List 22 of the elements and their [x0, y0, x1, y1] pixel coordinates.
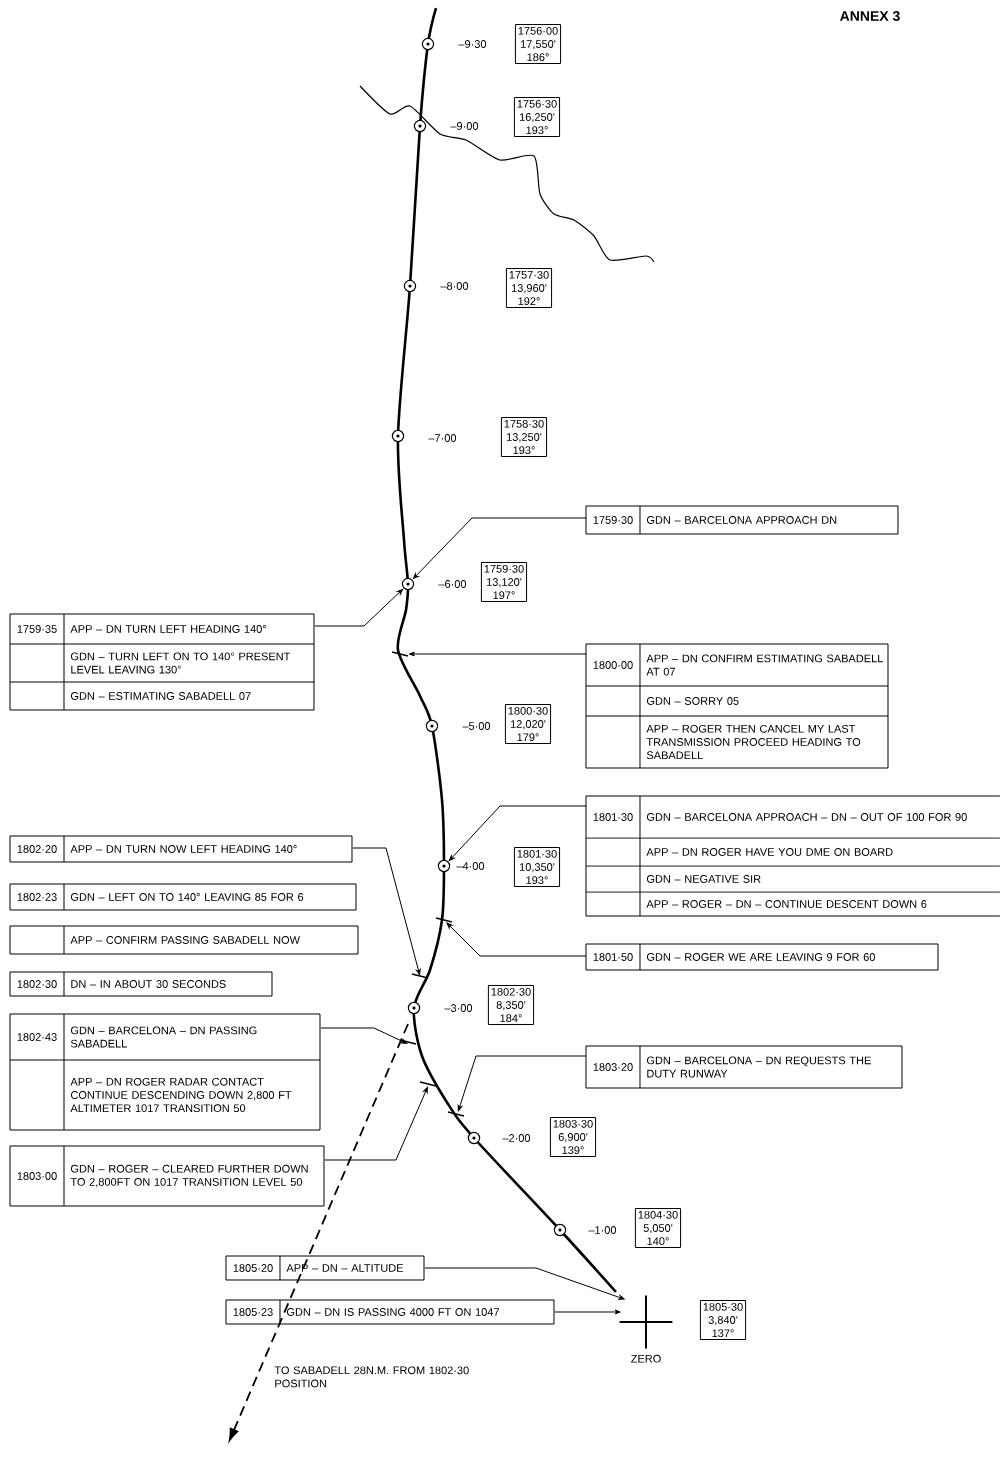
leader-line: [324, 1086, 428, 1161]
leader-line: [314, 588, 404, 627]
leader-line: [446, 922, 587, 957]
leader-line: [424, 1267, 625, 1300]
leader-line: [408, 651, 587, 657]
leader-line: [412, 517, 587, 580]
leader-line: [457, 1055, 587, 1112]
waypoint-marker: [391, 429, 405, 443]
waypoint-marker: [553, 1223, 567, 1237]
leader-line: [352, 847, 421, 976]
zero-cross: [618, 1294, 674, 1350]
waypoint-marker: [413, 119, 427, 133]
waypoint-marker: [401, 577, 415, 591]
waypoint-marker: [407, 1001, 421, 1015]
waypoint-marker: [425, 719, 439, 733]
leader-line: [554, 1309, 621, 1315]
leader-line: [448, 805, 587, 862]
waypoint-marker: [467, 1131, 481, 1145]
waypoint-marker: [421, 37, 435, 51]
waypoint-marker: [437, 859, 451, 873]
waypoint-marker: [403, 279, 417, 293]
leader-line: [320, 1027, 408, 1044]
